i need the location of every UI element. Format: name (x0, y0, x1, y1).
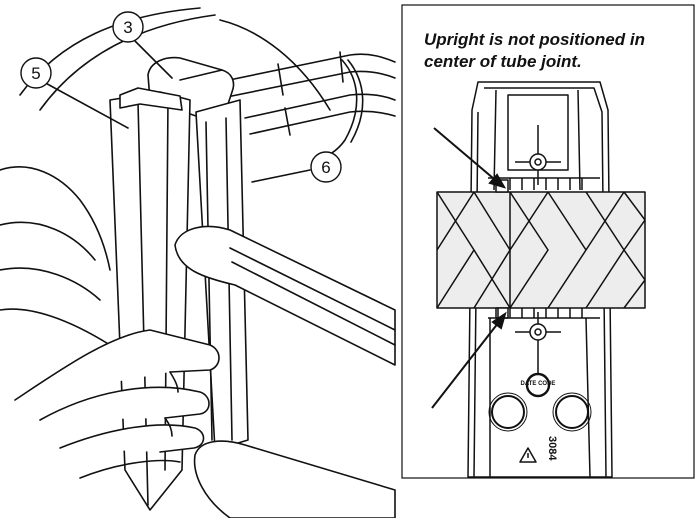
right-upright-groove (205, 121, 213, 441)
callout-3-label: 3 (123, 18, 132, 37)
tube-seam-2 (339, 51, 344, 83)
bottom-tube (193, 440, 396, 518)
callout-5-label: 5 (31, 64, 40, 83)
bolt-hole-right-ring (552, 392, 592, 432)
callout-6-circle (310, 151, 342, 183)
right-hand-ring (59, 424, 205, 453)
upper-crosshair-dot (534, 158, 542, 166)
upright-rib-1 (493, 89, 497, 191)
warning-triangle-icon (519, 447, 537, 463)
mid-tube-top (244, 93, 396, 119)
callout-3-leader (129, 35, 173, 79)
callout-5-circle (20, 57, 52, 89)
upper-window (507, 94, 569, 171)
tube-section (436, 191, 646, 309)
arrow-upper-head (488, 173, 507, 189)
upper-tube-top (204, 53, 396, 86)
frame-outline-right (219, 19, 331, 111)
callout-6-label: 6 (321, 158, 330, 177)
lower-ribs (489, 317, 591, 478)
callout-6: 6 (310, 151, 342, 183)
detail-caption-line2: center of tube joint. (424, 52, 582, 71)
upright-rib-2 (577, 89, 581, 191)
upright-top-clip (119, 87, 183, 111)
bolt-hole-left (491, 395, 525, 429)
callout-5-leader (39, 79, 129, 129)
lower-crosshair-dot (534, 328, 542, 336)
arrow-lower-line (431, 317, 503, 409)
arrow-lower-head (491, 311, 507, 330)
callout-6-leader (251, 169, 311, 183)
cross-tube-highlight-2 (231, 261, 396, 346)
left-hand-finger-2 (0, 267, 101, 301)
bolt-hole-left-ring (488, 392, 528, 432)
callout-5: 5 (20, 57, 52, 89)
knuckle-1 (169, 371, 179, 393)
detail-panel: Upright is not positioned in center of t… (401, 4, 695, 479)
lower-crosshair-ring (529, 323, 547, 341)
date-code-stamp (525, 372, 551, 398)
detail-caption-line1: Upright is not positioned in (424, 30, 645, 49)
right-hand-pinky (79, 459, 181, 479)
tube-hatch-right (509, 191, 646, 309)
part-number: 3084 (546, 436, 558, 461)
arrow-upper-line (433, 127, 501, 185)
end-cap-edge (179, 69, 223, 81)
knuckle-2 (164, 417, 173, 437)
mid-tube-bottom (249, 110, 396, 135)
upper-crosshair-ring (529, 153, 547, 171)
tube-seam-3 (284, 107, 291, 136)
tube-seam-1 (277, 63, 284, 96)
lower-comb (488, 308, 600, 319)
right-hand-middle (39, 386, 210, 421)
left-hand-top (0, 166, 111, 271)
left-hand-finger-1 (0, 221, 96, 261)
right-hand-index (14, 329, 220, 401)
upper-tube-bottom (211, 70, 396, 101)
callout-3: 3 (112, 11, 144, 43)
left-hand-finger-3 (0, 308, 111, 346)
cross-tube-highlight (229, 247, 396, 331)
bolt-hole-right (555, 395, 589, 429)
cross-tube (174, 225, 396, 366)
cable-edge (347, 59, 364, 143)
frame-outline-top-inner (39, 14, 216, 111)
callout-3-circle (112, 11, 144, 43)
date-code-label: DATE CODE (521, 381, 556, 387)
